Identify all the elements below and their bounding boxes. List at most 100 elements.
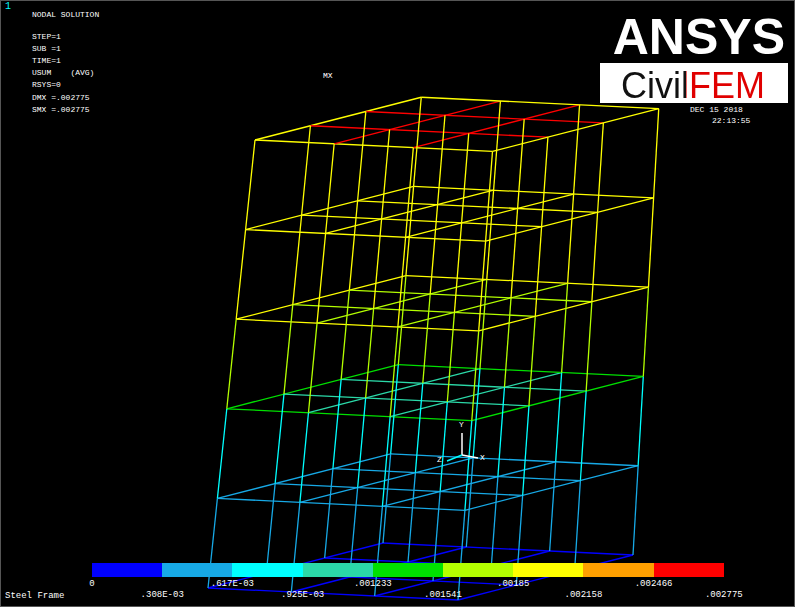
legend-value: .00185 (497, 580, 529, 590)
legend-value: .001233 (354, 580, 392, 590)
frame-column (447, 312, 454, 402)
floor-beam (493, 109, 659, 152)
floor-beam (310, 126, 548, 137)
plot-info: DMX =.002775 (32, 94, 90, 103)
legend-value: .002466 (635, 580, 673, 590)
axis-y (461, 433, 463, 455)
floor-beam (486, 198, 654, 241)
frame-column (325, 469, 333, 558)
legend-swatch (92, 563, 163, 577)
floor-beam (227, 409, 472, 421)
frame-column (542, 137, 548, 227)
frame-column (349, 201, 357, 290)
frame-column (246, 140, 255, 230)
frame-column (654, 109, 659, 198)
frame-column (430, 205, 437, 294)
plot-heading: NODAL SOLUTION (32, 11, 99, 20)
axis-z (447, 455, 462, 461)
legend-value: .001541 (424, 591, 462, 601)
frame-column (374, 219, 382, 308)
floor-beam (413, 105, 579, 148)
frame-column (454, 223, 461, 313)
frame-column (398, 276, 406, 365)
frame-column (638, 376, 643, 465)
frame-column (266, 484, 275, 573)
floor-beam (479, 287, 649, 331)
frame-column (358, 398, 366, 487)
legend-value: .925E-03 (281, 591, 324, 601)
frame-column (580, 391, 586, 480)
frame-column (358, 112, 366, 201)
floor-beam (406, 194, 574, 237)
frame-column (391, 365, 399, 454)
frame-column (406, 186, 414, 275)
frame-column (511, 208, 518, 297)
legend-value: .308E-03 (141, 591, 184, 601)
legend-swatch (162, 563, 233, 577)
frame-column (486, 151, 493, 241)
floor-beam (333, 469, 581, 481)
floor-beam (284, 394, 529, 406)
frame-column (648, 198, 653, 287)
plot-time: 22:13:55 (712, 117, 750, 126)
frame-column (423, 294, 430, 383)
frame-column (535, 227, 541, 317)
frame-column (592, 212, 598, 301)
frame-column (236, 230, 245, 320)
frame-column (302, 126, 311, 215)
legend-swatch (373, 563, 444, 577)
frame-column (518, 119, 525, 208)
frame-column (390, 327, 398, 417)
floor-beam (255, 140, 493, 151)
legend-swatch (303, 563, 374, 577)
plot-info: TIME=1 (32, 57, 61, 66)
frame-column (458, 510, 465, 600)
plot-info: USUM (AVG) (32, 69, 94, 78)
frame-column (568, 194, 574, 283)
window-number: 1 (5, 1, 11, 12)
frame-column (383, 454, 391, 543)
frame-column (382, 130, 390, 219)
frame-column (575, 481, 581, 570)
frame-column (462, 133, 469, 223)
floor-beam (255, 97, 421, 140)
plot-info: RSYS=0 (32, 81, 61, 90)
frame-column (415, 383, 422, 472)
legend-swatch (513, 563, 584, 577)
floor-beam (236, 319, 479, 331)
frame-column (308, 323, 317, 413)
frame-column (562, 283, 568, 372)
frame-column (598, 123, 604, 212)
axis-label: Z (437, 456, 442, 465)
frame-column (574, 105, 580, 194)
plot-info: SMX =.002775 (32, 106, 90, 115)
frame-column (643, 287, 648, 376)
floor-beam (391, 454, 639, 466)
axis-label: X (480, 454, 485, 463)
floor-beam (358, 201, 598, 213)
frame-column (550, 462, 556, 551)
floor-beam (398, 365, 643, 377)
floor-beam (382, 462, 555, 507)
frame-column (293, 215, 302, 304)
plot-caption: Steel Frame (5, 592, 64, 602)
floor-beam (349, 290, 591, 302)
frame-column (284, 305, 293, 394)
frame-column (406, 148, 414, 238)
floor-beam (458, 555, 633, 600)
frame-column (366, 309, 374, 398)
frame-column (472, 331, 479, 421)
plot-info: SUB =1 (32, 45, 61, 54)
frame-column (398, 237, 406, 327)
frame-column (341, 290, 349, 379)
max-marker: MX (322, 72, 334, 81)
floor-beam (275, 484, 523, 496)
legend-swatch (443, 563, 514, 577)
frame-column (487, 190, 494, 279)
legend-value: 0 (89, 580, 94, 590)
axis-label: Y (459, 421, 464, 430)
plot-info: STEP=1 (32, 33, 61, 42)
axis-x (462, 455, 478, 458)
floor-beam (414, 186, 654, 198)
floor-beam (406, 276, 649, 288)
